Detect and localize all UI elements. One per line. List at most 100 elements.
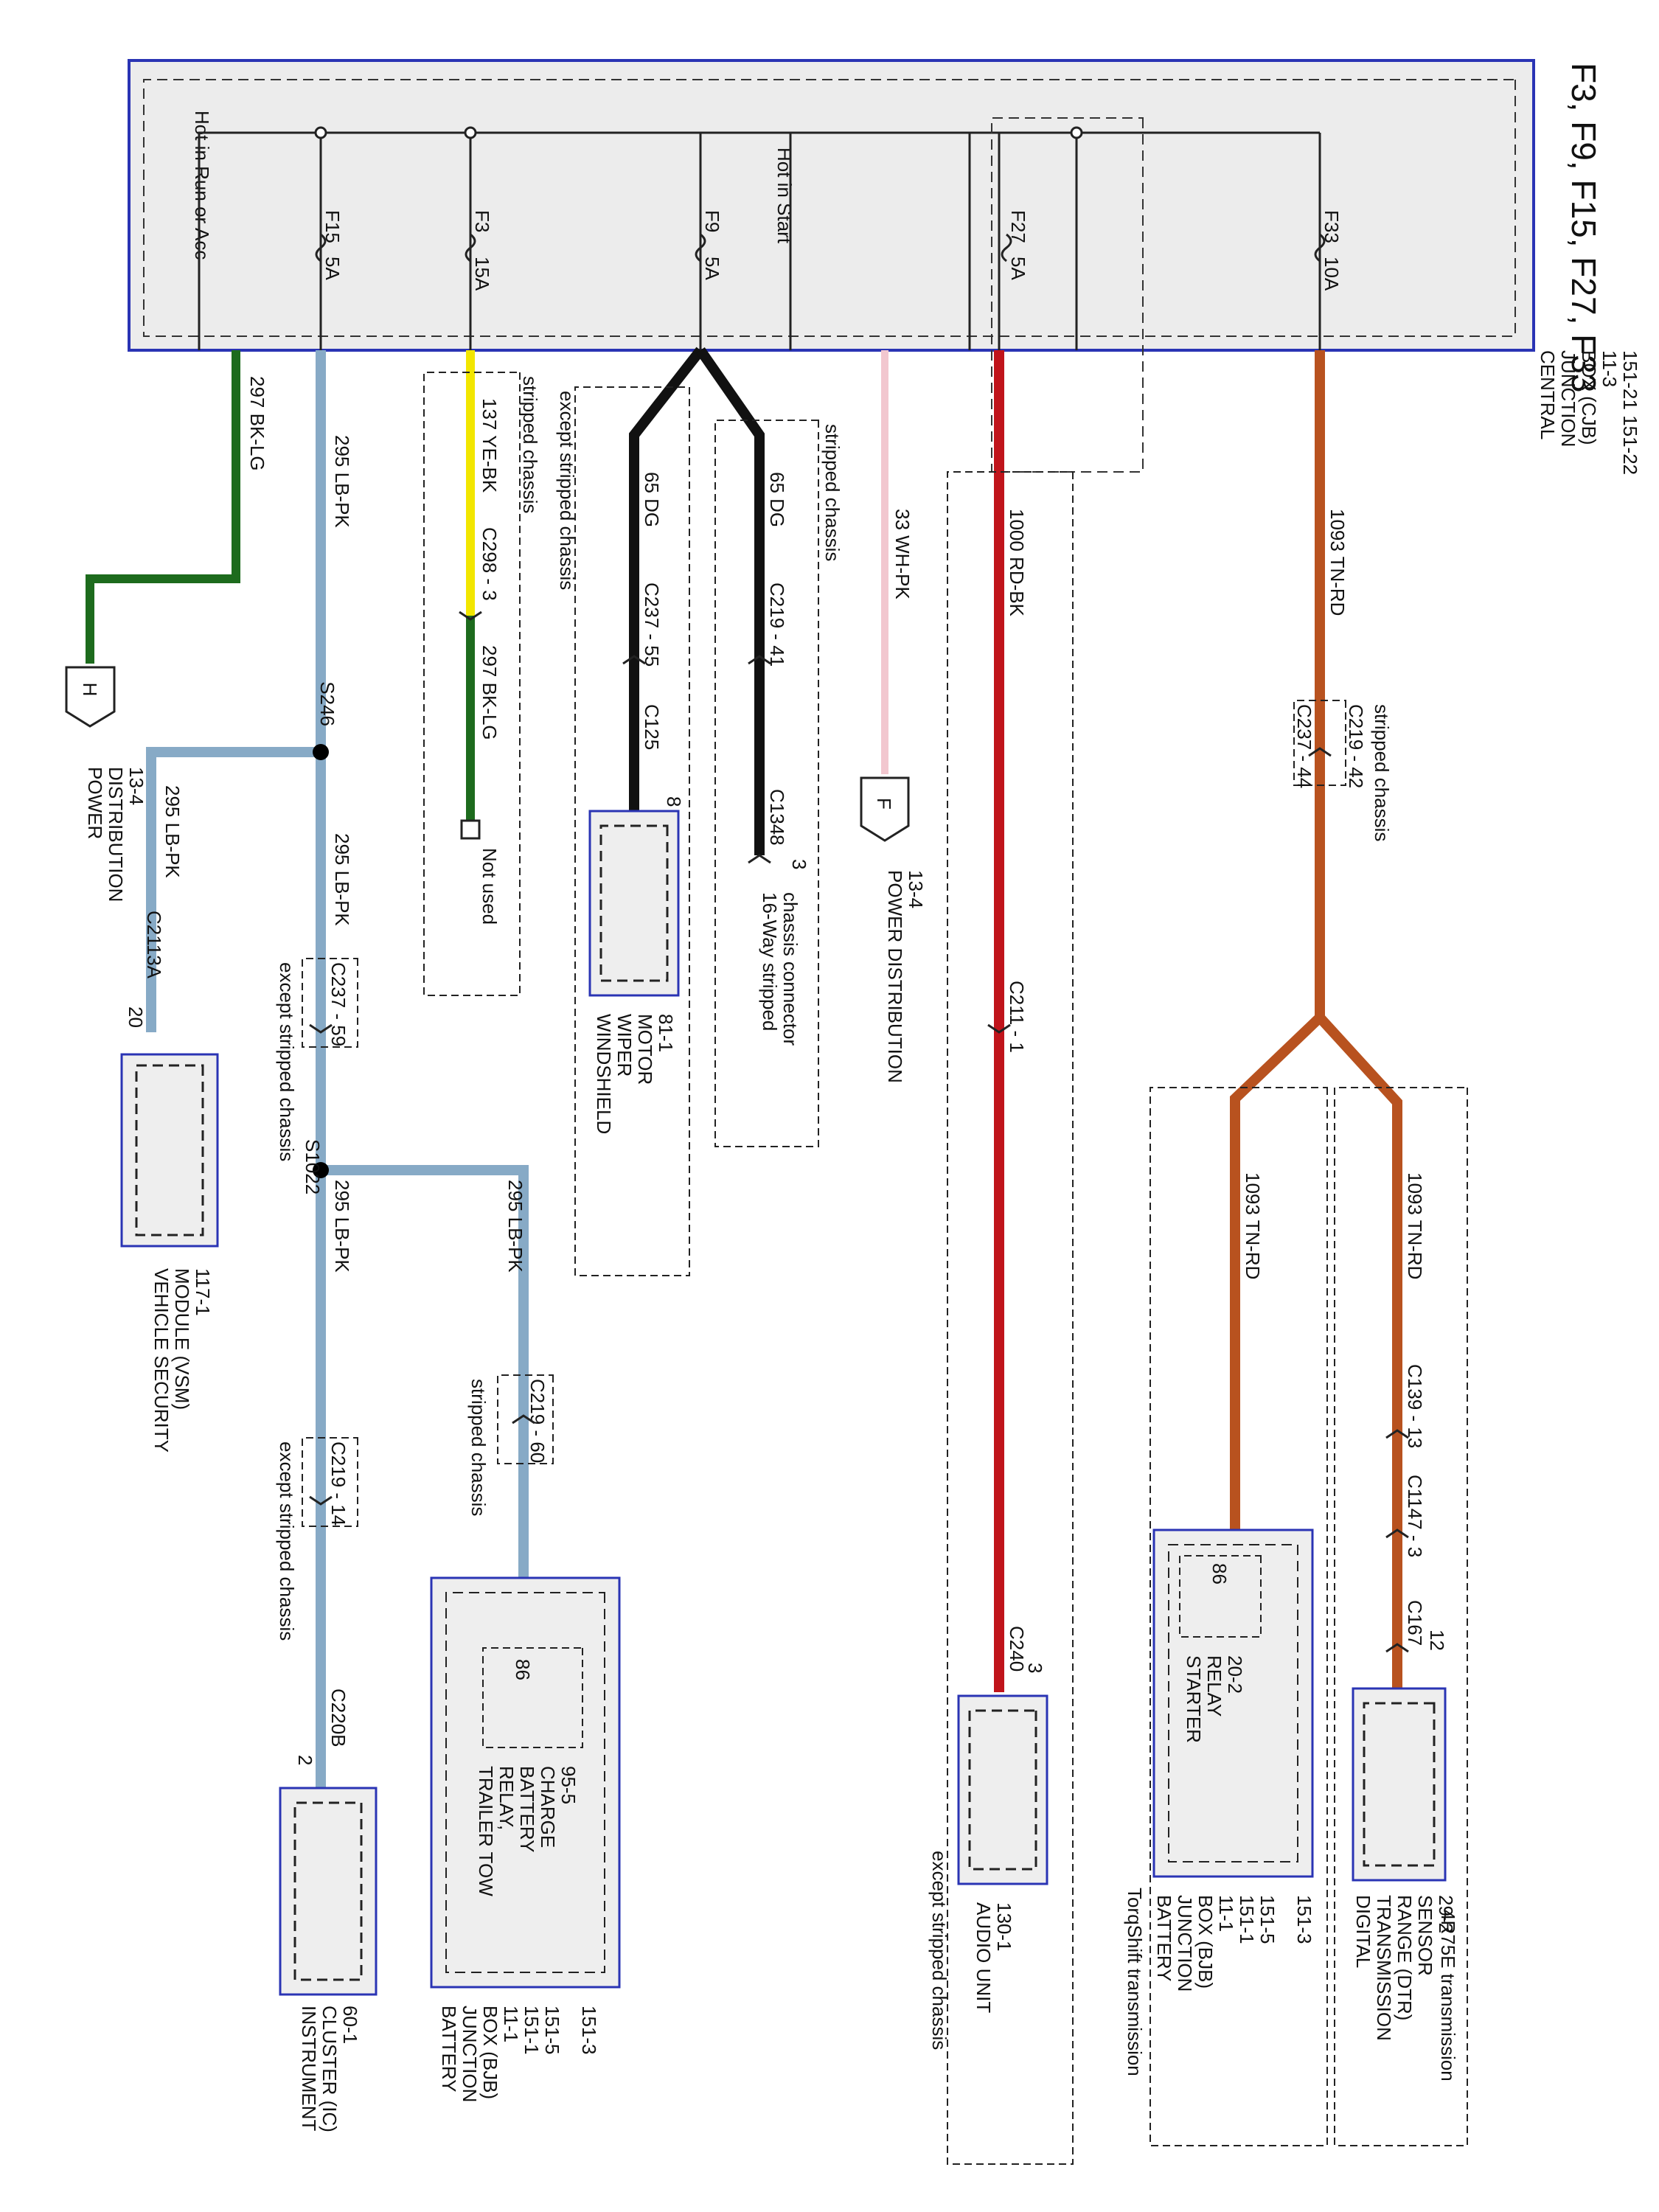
svg-text:151-5: 151-5: [1256, 1895, 1279, 1944]
not-used-label: Not used: [479, 848, 501, 925]
c1348-label: C1348: [766, 789, 788, 846]
svg-text:F3: F3: [471, 210, 493, 232]
svg-text:BOX (BJB): BOX (BJB): [1194, 1895, 1217, 1989]
svg-text:BOX (BJB): BOX (BJB): [479, 2006, 501, 2099]
c237-59-label: C237 - 59: [327, 962, 349, 1046]
conn16-label-2: chassis connector: [779, 892, 801, 1046]
svg-text:BATTERY: BATTERY: [516, 1766, 538, 1853]
wire-1093-main-label: 1093 TN-RD: [1326, 509, 1349, 616]
svg-text:10A: 10A: [1321, 257, 1343, 291]
f27-dashed-region: [991, 117, 1144, 473]
except-a-label: except stripped chassis: [276, 962, 298, 1161]
c219-42-label: C219 - 42: [1345, 704, 1367, 788]
svg-text:86: 86: [512, 1659, 534, 1680]
c139-13-label: C139 - 13: [1404, 1364, 1426, 1448]
svg-text:F15: F15: [321, 210, 344, 243]
wire-65-a: [629, 347, 705, 811]
wire-295-vsm-label: 295 LB-PK: [161, 785, 184, 878]
svg-text:F9: F9: [701, 210, 723, 232]
svg-text:RANGE (DTR): RANGE (DTR): [1394, 1895, 1416, 2020]
c237-44-label: C237 - 44: [1293, 704, 1315, 788]
t4r75e-label: 4R75E transmission: [1437, 1910, 1459, 2081]
svg-text:60-1: 60-1: [339, 2006, 361, 2044]
svg-text:H: H: [79, 683, 101, 697]
cjb-inner: [143, 79, 1516, 337]
c298-3-label: C298 - 3: [479, 527, 501, 601]
wire-65-a-label: 65 DG: [641, 472, 663, 527]
svg-text:5A: 5A: [1007, 257, 1029, 280]
wire-1000-label: 1000 RD-BK: [1006, 509, 1028, 617]
c167-pin: 12: [1426, 1630, 1448, 1651]
svg-text:13-4: 13-4: [905, 870, 927, 908]
hot-run-acc-label: Hot in Run or Acc: [191, 111, 213, 260]
svg-text:RELAY: RELAY: [1203, 1655, 1225, 1717]
svg-text:WIPER: WIPER: [613, 1014, 636, 1077]
svg-text:11-1: 11-1: [1215, 1895, 1237, 1932]
svg-text:POWER: POWER: [84, 767, 106, 839]
svg-text:TRANSMISSION: TRANSMISSION: [1373, 1895, 1395, 2041]
wire-137-label: 137 YE-BK: [479, 398, 501, 493]
dtr-sensor: DIGITAL TRANSMISSION RANGE (DTR) SENSOR …: [1352, 1687, 1457, 2041]
svg-text:DIGITAL: DIGITAL: [1352, 1895, 1374, 1968]
svg-text:STARTER: STARTER: [1183, 1655, 1205, 1743]
svg-text:SENSOR: SENSOR: [1414, 1895, 1436, 1976]
c220b-pin: 2: [294, 1755, 316, 1765]
torqshift-label: TorqShift transmission: [1124, 1888, 1146, 2076]
wire-295-main-label: 295 LB-PK: [331, 435, 353, 528]
svg-text:BATTERY: BATTERY: [438, 2006, 460, 2093]
svg-text:INSTRUMENT: INSTRUMENT: [298, 2006, 320, 2132]
wire-295-tt: [321, 1165, 529, 1578]
svg-text:151-5: 151-5: [541, 2006, 563, 2055]
cjb-box: [128, 59, 1535, 352]
svg-text:POWER DISTRIBUTION: POWER DISTRIBUTION: [884, 870, 906, 1083]
fuse-f33: F33 10A: [1314, 210, 1343, 291]
stripped-b-label: stripped chassis: [519, 376, 541, 513]
svg-text:WINDSHIELD: WINDSHIELD: [593, 1014, 615, 1134]
fuse-f9: F9 5A: [695, 210, 723, 280]
svg-text:5A: 5A: [321, 257, 344, 280]
conn16-label-1: 16-Way stripped: [759, 892, 781, 1031]
except-c-label: except stripped chassis: [556, 391, 578, 590]
except-d-label: except stripped chassis: [928, 1851, 950, 2050]
svg-text:151-21 151-22: 151-21 151-22: [1619, 350, 1641, 475]
offpage-f: F POWER DISTRIBUTION 13-4: [860, 776, 927, 1083]
c240-pin: 3: [1024, 1663, 1046, 1673]
svg-text:13-4: 13-4: [125, 767, 147, 805]
svg-text:MOTOR: MOTOR: [634, 1014, 656, 1085]
svg-text:AUDIO UNIT: AUDIO UNIT: [973, 1902, 995, 2013]
wire-1093-a-label: 1093 TN-RD: [1242, 1172, 1264, 1279]
wire-297-top: [86, 350, 240, 664]
svg-text:151-3: 151-3: [1293, 1895, 1315, 1944]
audio-unit: AUDIO UNIT 130-1: [957, 1694, 1048, 2013]
c167-label: C167: [1404, 1600, 1426, 1646]
except-b-label: except stripped chassis: [276, 1441, 298, 1641]
stripped-d-label: stripped chassis: [1371, 704, 1393, 841]
c125-pin: 8: [663, 796, 685, 807]
diagram-title: F3, F9, F15, F27, F33: [1565, 63, 1603, 392]
svg-text:BATTERY: BATTERY: [1153, 1895, 1175, 1982]
wiper-motor: WINDSHIELD WIPER MOTOR 81-1: [588, 810, 680, 1134]
c1348-pin: 3: [788, 859, 810, 869]
wire-65-b: [696, 347, 765, 855]
starter-relay: 86 STARTER RELAY 20-2 BATTERY JUNCTION B…: [1152, 1528, 1315, 1992]
splice-s1022-label: S1022: [302, 1139, 324, 1194]
svg-text:CHARGE: CHARGE: [537, 1766, 559, 1848]
splice-s1022: [313, 1162, 329, 1178]
wire-65-b-label: 65 DG: [766, 472, 788, 527]
wire-295-ic-label: 295 LB-PK: [331, 1180, 353, 1273]
svg-text:RELAY,: RELAY,: [495, 1766, 518, 1830]
svg-text:VEHICLE SECURITY: VEHICLE SECURITY: [150, 1268, 173, 1453]
svg-text:151-1: 151-1: [521, 2006, 543, 2055]
svg-text:F27: F27: [1007, 210, 1029, 243]
c2113a-label: C2113A: [143, 911, 165, 979]
wire-33-label: 33 WH-PK: [891, 509, 914, 599]
svg-text:CLUSTER (IC): CLUSTER (IC): [319, 2006, 341, 2132]
svg-text:JUNCTION: JUNCTION: [459, 2006, 481, 2102]
fuse-f3: F3 15A: [465, 210, 493, 291]
svg-text:11-1: 11-1: [500, 2006, 522, 2042]
svg-text:95-5: 95-5: [557, 1766, 580, 1804]
svg-text:JUNCTION: JUNCTION: [1174, 1895, 1196, 1992]
wire-295-mid-label: 295 LB-PK: [331, 833, 353, 926]
vsm-component: VEHICLE SECURITY MODULE (VSM) 117-1: [120, 1053, 219, 1453]
